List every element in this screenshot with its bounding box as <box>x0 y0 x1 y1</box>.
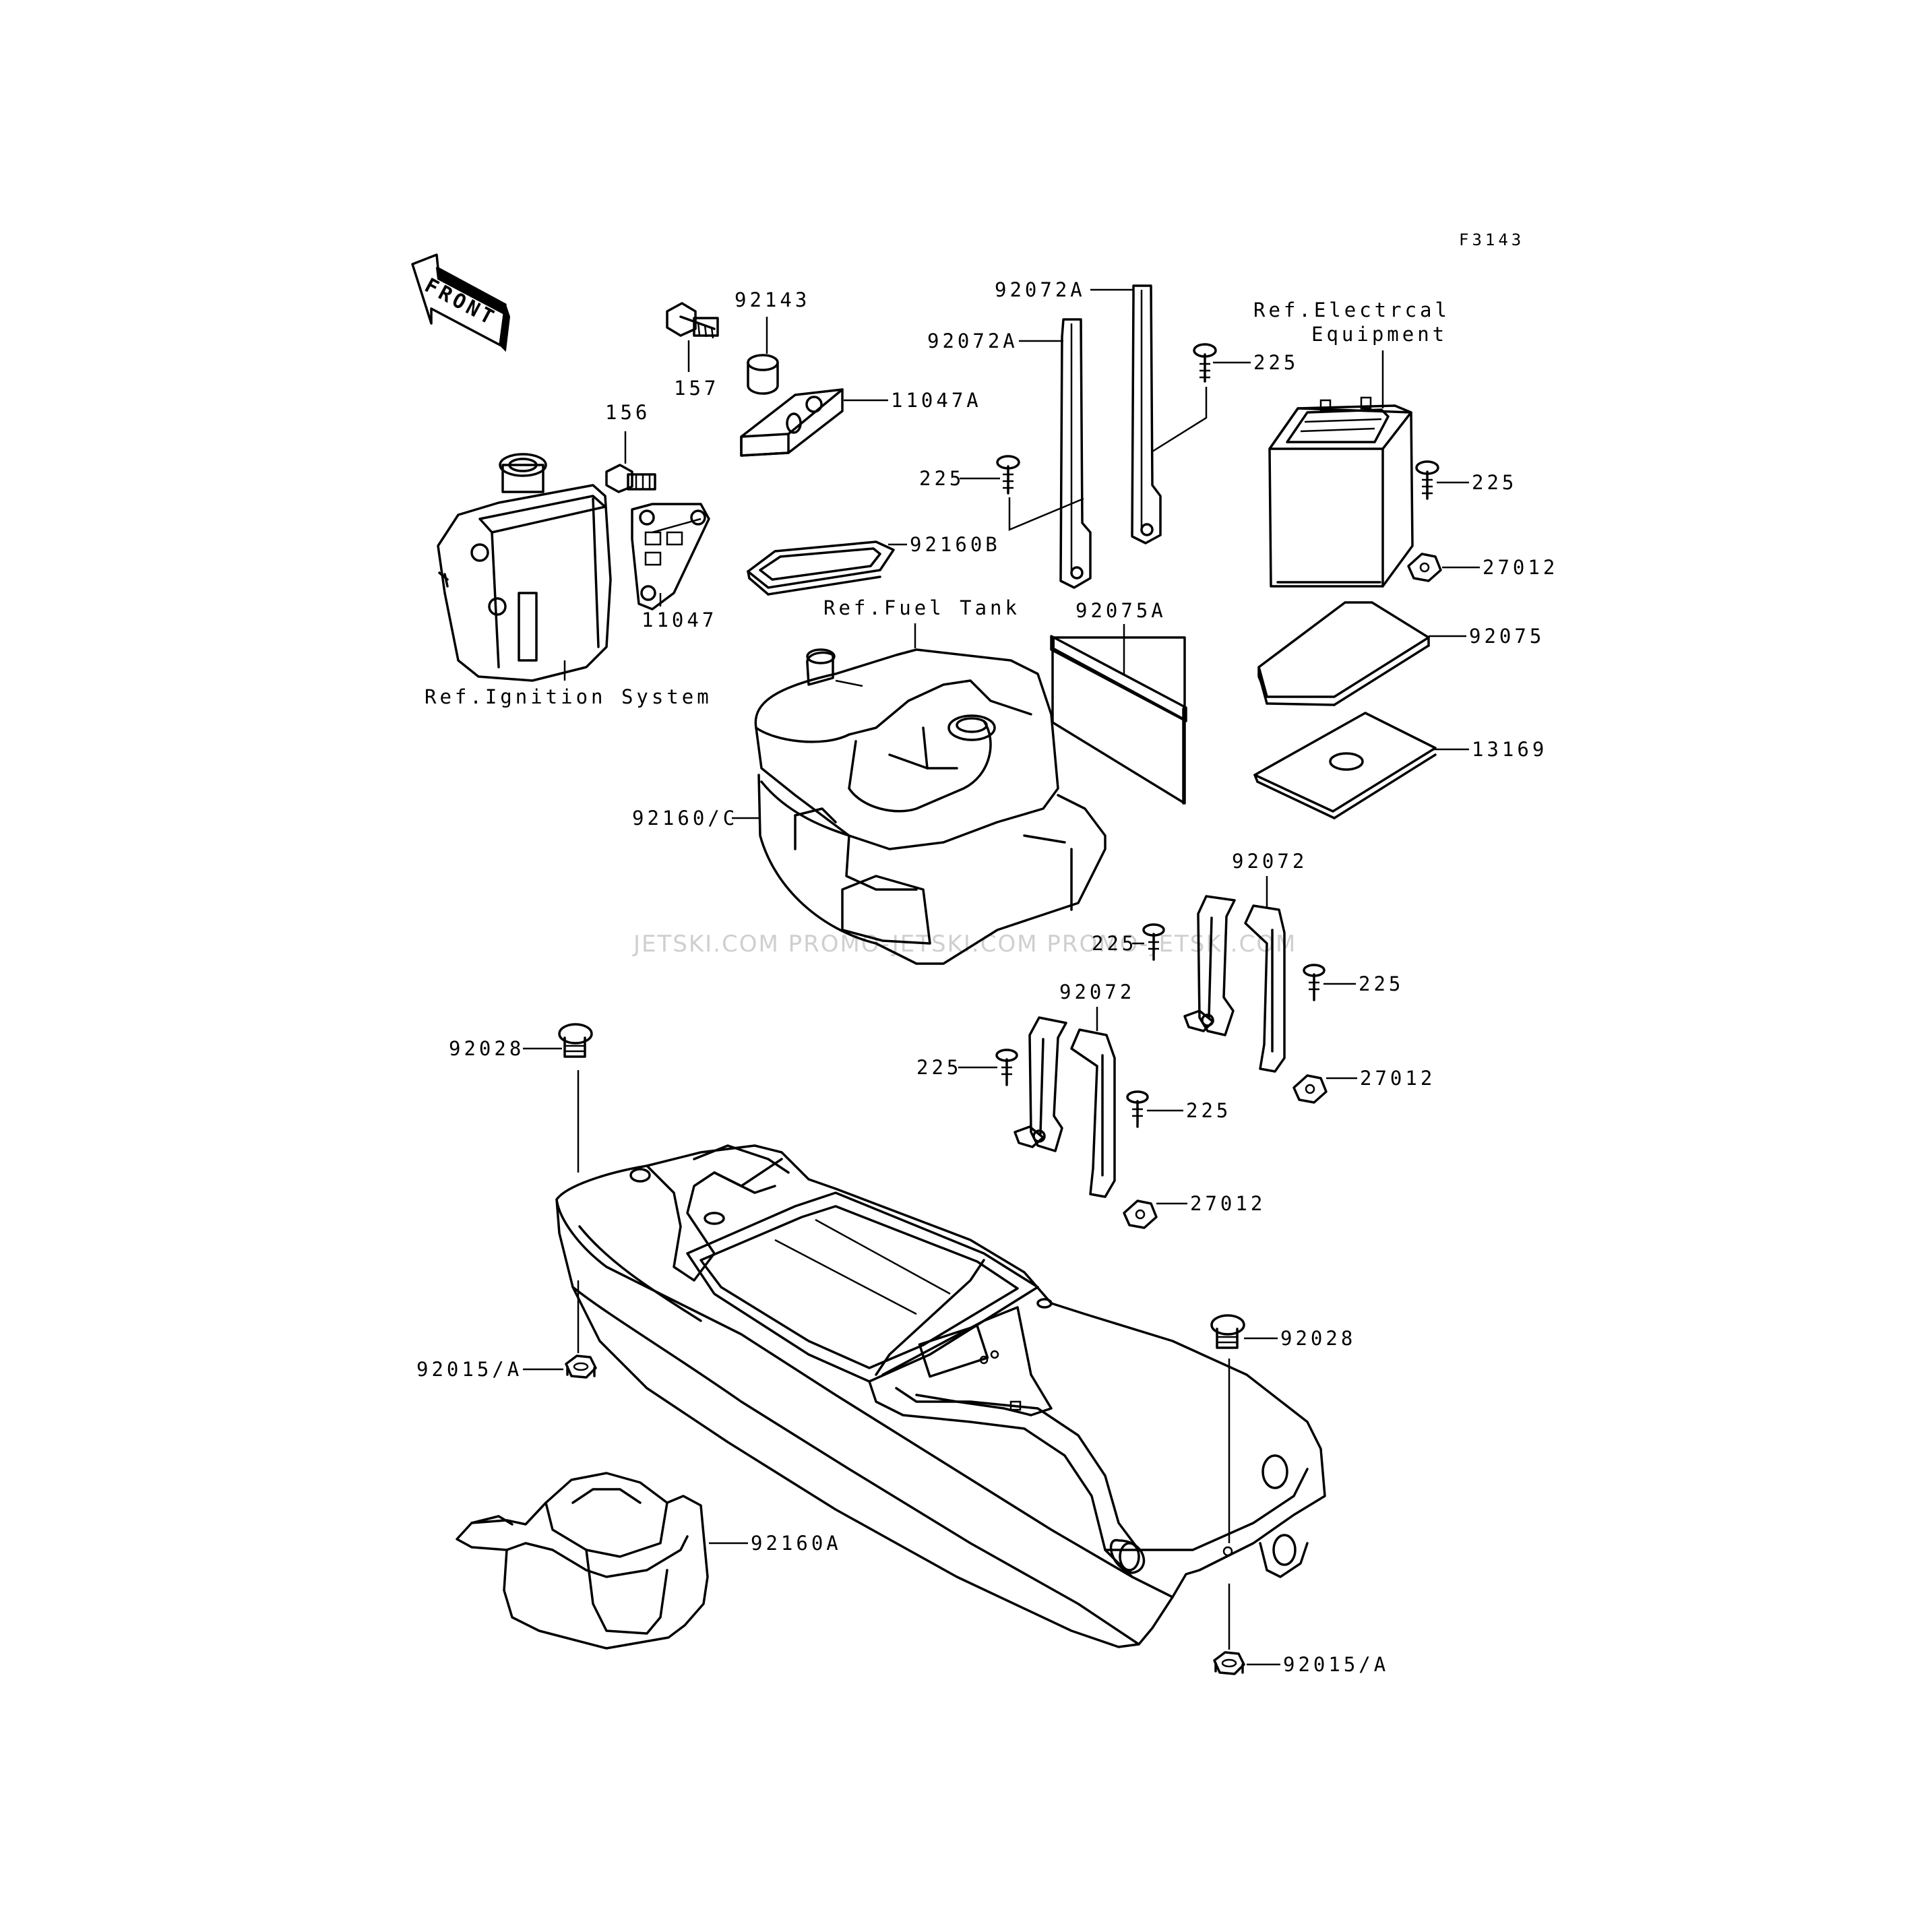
ignition-box-icon <box>437 453 612 682</box>
strap-92072-a-icon <box>1183 895 1236 1036</box>
bolt-225-a-icon <box>1193 343 1217 383</box>
label-ref-fuel: Ref.Fuel Tank <box>823 596 1020 619</box>
strap-92072-c-icon <box>1014 1016 1067 1152</box>
battery-icon <box>1268 396 1414 588</box>
nut-92015A-a-icon <box>565 1354 597 1379</box>
nut-27012-a-icon <box>1407 553 1442 582</box>
bolt-157-icon <box>666 302 719 339</box>
strap-92072A-top-icon <box>1131 284 1162 544</box>
bolt-225-b-icon <box>996 455 1020 495</box>
leader-225-b-strap <box>1008 497 1084 531</box>
label-92075A: 92075A <box>1076 599 1166 622</box>
cover-92160A-icon <box>456 1472 709 1650</box>
strap-92072-d-icon <box>1070 1028 1116 1198</box>
label-156: 156 <box>605 401 650 424</box>
watermark: JETSKI.COM PROMO-JETSKI.COM PROMO-JETSKI… <box>632 931 1297 958</box>
label-92015A-b: 92015/A <box>1283 1653 1389 1676</box>
label-92072-a: 92072 <box>1232 850 1307 873</box>
label-ref-elec-1: Ref.Electrcal <box>1253 299 1450 321</box>
nut-27012-c-icon <box>1123 1199 1158 1229</box>
bolt-156-icon <box>605 464 656 493</box>
label-92072-b: 92072 <box>1059 980 1135 1003</box>
label-92072A-top: 92072A <box>995 278 1086 301</box>
pad-92160B-icon <box>747 540 895 596</box>
label-11047A: 11047A <box>891 389 982 412</box>
label-13169: 13169 <box>1472 738 1547 761</box>
label-225-g: 225 <box>1186 1099 1231 1122</box>
label-27012-a: 27012 <box>1483 556 1558 579</box>
label-225-c: 225 <box>1472 471 1517 494</box>
label-92028-b: 92028 <box>1280 1327 1356 1350</box>
pad-92075-icon <box>1257 601 1430 706</box>
strap-92072-b-icon <box>1244 904 1286 1073</box>
label-92075: 92075 <box>1469 625 1545 648</box>
label-225-b: 225 <box>919 467 964 490</box>
label-225-e: 225 <box>1359 972 1404 995</box>
label-92072A-mid: 92072A <box>927 330 1018 352</box>
nut-27012-b-icon <box>1292 1074 1328 1104</box>
leader-225-a-strap <box>1152 387 1208 453</box>
bolt-225-d-icon <box>1142 923 1165 961</box>
bolt-225-f-icon <box>995 1049 1018 1086</box>
bolt-225-g-icon <box>1126 1090 1149 1128</box>
label-225-d: 225 <box>1092 932 1137 955</box>
strap-92072A-mid-icon <box>1059 318 1092 589</box>
bolt-225-c-icon <box>1415 460 1439 500</box>
label-225-a: 225 <box>1253 351 1299 374</box>
label-157: 157 <box>674 377 719 400</box>
label-92160C: 92160/C <box>632 807 738 830</box>
sheet-92075A-icon <box>1050 635 1187 722</box>
label-92160B: 92160B <box>910 533 1001 556</box>
plug-92028-a-icon <box>558 1023 593 1058</box>
bracket-11047-icon <box>631 503 710 611</box>
front-arrow-icon: FRONT <box>411 253 511 352</box>
label-27012-c: 27012 <box>1190 1192 1266 1215</box>
label-92160A: 92160A <box>751 1532 842 1555</box>
plug-92028-b-icon <box>1210 1314 1245 1349</box>
nut-92015A-b-icon <box>1213 1651 1245 1675</box>
hull-icon <box>555 1144 1326 1648</box>
label-11047: 11047 <box>642 609 717 631</box>
fuel-tank-icon <box>754 648 1107 965</box>
label-92143: 92143 <box>735 288 810 311</box>
bracket-11047A-icon <box>740 388 844 457</box>
sheet-92075A-face <box>1051 636 1186 805</box>
bolt-225-e-icon <box>1303 964 1326 1001</box>
collar-92143-icon <box>747 354 779 395</box>
label-225-f: 225 <box>916 1056 962 1079</box>
plate-13169-icon <box>1253 712 1437 819</box>
label-ref-elec-2: Equipment <box>1311 323 1447 346</box>
figure-code: F3143 <box>1459 230 1524 249</box>
label-ref-ignition: Ref.Ignition System <box>425 685 712 708</box>
label-27012-b: 27012 <box>1360 1067 1435 1090</box>
label-92015A-a: 92015/A <box>416 1358 522 1381</box>
label-92028-a: 92028 <box>449 1037 524 1060</box>
